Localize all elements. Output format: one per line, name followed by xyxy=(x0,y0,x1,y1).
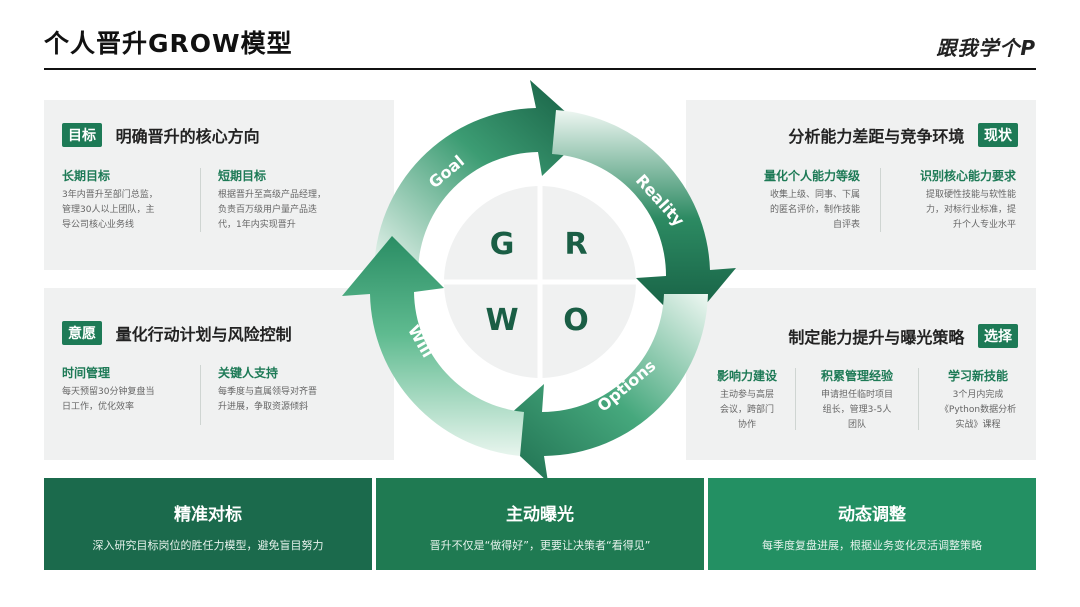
letter-g: G xyxy=(490,227,515,262)
options-tag: 选择 xyxy=(978,324,1018,348)
options-item-influence: 影响力建设 主动参与高层 会议，跨部门 协作 xyxy=(708,368,786,433)
options-item-title: 学习新技能 xyxy=(947,369,1008,383)
reality-item-title: 量化个人能力等级 xyxy=(763,169,860,183)
goal-title: 明确晋升的核心方向 xyxy=(115,127,260,146)
options-item-line: 协作 xyxy=(737,420,756,430)
bottom-card-benchmark: 精准对标 深入研究目标岗位的胜任力模型，避免盲目努力 xyxy=(44,478,372,570)
will-tag: 意愿 xyxy=(62,321,102,345)
panel-top-left xyxy=(44,100,394,270)
reality-item-requirement: 识别核心能力要求 提取硬性技能与软性能 力，对标行业标准，提 升个人专业水平 xyxy=(890,168,1016,233)
reality-arrow xyxy=(552,110,736,328)
options-item-title: 影响力建设 xyxy=(716,369,777,383)
letter-w: W xyxy=(485,303,518,338)
options-title: 制定能力提升与曝光策略 xyxy=(788,328,965,347)
divider xyxy=(200,365,201,425)
options-item-management: 积累管理经验 申请担任临时项目 组长，管理3-5人 团队 xyxy=(805,368,909,433)
divider xyxy=(200,168,201,232)
reality-item-line: 提取硬性技能与软性能 xyxy=(925,190,1016,200)
goal-item-title: 长期目标 xyxy=(62,169,111,183)
options-item-line: 申请担任临时项目 xyxy=(820,390,893,400)
options-arrow xyxy=(492,294,708,482)
goal-item-line: 管理30人以上团队，主 xyxy=(62,205,155,215)
will-item-time: 时间管理 每天预留30分钟复盘当 日工作，优化效率 xyxy=(62,365,190,415)
options-item-line: 会议，跨部门 xyxy=(719,405,774,415)
options-item-line: 团队 xyxy=(847,420,866,430)
goal-arrow xyxy=(374,80,588,274)
reality-title: 分析能力差距与竞争环境 xyxy=(788,127,965,146)
goal-item-line: 代，1年内实现晋升 xyxy=(218,220,296,230)
bottom-card-title: 主动曝光 xyxy=(506,505,574,525)
will-section-heading: 意愿 量化行动计划与风险控制 xyxy=(62,321,292,345)
reality-item-title: 识别核心能力要求 xyxy=(919,169,1016,183)
goal-item-line: 负责百万级用户量产品迭 xyxy=(218,205,318,215)
bottom-card-title: 精准对标 xyxy=(174,505,242,525)
bottom-card-subtitle: 深入研究目标岗位的胜任力模型，避免盲目努力 xyxy=(92,539,324,552)
will-item-title: 时间管理 xyxy=(62,366,111,380)
options-section-heading: 制定能力提升与曝光策略 选择 xyxy=(788,324,1018,348)
bottom-card-adjust: 动态调整 每季度复盘进展，根据业务变化灵活调整策略 xyxy=(708,478,1036,570)
divider xyxy=(795,368,796,430)
reality-item-line: 的匿名评价，制作技能 xyxy=(769,205,860,215)
panel-mid-right xyxy=(686,288,1036,460)
reality-item-line: 收集上级、同事、下属 xyxy=(769,190,860,200)
grow-cycle-diagram: Goal Reality Options Will G R W O xyxy=(342,80,736,482)
reality-section-heading: 分析能力差距与竞争环境 现状 xyxy=(788,123,1018,147)
goal-section-heading: 目标 明确晋升的核心方向 xyxy=(62,123,260,147)
letter-r: R xyxy=(564,227,587,262)
reality-tag: 现状 xyxy=(978,123,1018,147)
options-item-line: 组长，管理3-5人 xyxy=(822,405,892,415)
bottom-card-exposure: 主动曝光 晋升不仅是“做得好”，更要让决策者“看得见” xyxy=(376,478,704,570)
reality-item-line: 自评表 xyxy=(832,220,860,230)
brand-logo-text: 跟我学个P xyxy=(936,36,1036,60)
options-item-line: 实战》课程 xyxy=(955,420,1001,430)
will-item-line: 升进展，争取资源倾斜 xyxy=(218,402,309,412)
options-item-line: 主动参与高层 xyxy=(719,390,774,400)
options-item-skills: 学习新技能 3个月内完成 《Python数据分析 实战》课程 xyxy=(926,368,1030,433)
goal-item-title: 短期目标 xyxy=(218,169,267,183)
will-item-support: 关键人支持 每季度与直属领导对齐晋 升进展，争取资源倾斜 xyxy=(218,365,358,415)
goal-item-line: 根据晋升至高级产品经理， xyxy=(218,190,327,200)
header-divider xyxy=(44,68,1036,70)
will-item-line: 每天预留30分钟复盘当 xyxy=(62,387,155,397)
panel-top-right xyxy=(686,100,1036,270)
page-title: 个人晋升GROW模型 xyxy=(44,29,293,58)
goal-item-line: 导公司核心业务线 xyxy=(62,220,135,230)
reality-item-line: 力，对标行业标准，提 xyxy=(925,205,1016,215)
bottom-card-subtitle: 晋升不仅是“做得好”，更要让决策者“看得见” xyxy=(429,539,651,552)
goal-item-short-term: 短期目标 根据晋升至高级产品经理， 负责百万级用户量产品迭 代，1年内实现晋升 xyxy=(218,168,358,233)
options-item-line: 《Python数据分析 xyxy=(939,405,1017,415)
panel-mid-left xyxy=(44,288,394,460)
divider xyxy=(880,168,881,232)
will-item-title: 关键人支持 xyxy=(218,366,279,380)
will-item-line: 每季度与直属领导对齐晋 xyxy=(218,387,318,397)
goal-tag: 目标 xyxy=(62,123,102,147)
reality-item-line: 升个人专业水平 xyxy=(952,220,1016,230)
bottom-card-title: 动态调整 xyxy=(838,505,906,525)
letter-o: O xyxy=(563,303,589,338)
reality-item-level: 量化个人能力等级 收集上级、同事、下属 的匿名评价，制作技能 自评表 xyxy=(744,168,860,233)
will-item-line: 日工作，优化效率 xyxy=(62,402,135,412)
options-item-title: 积累管理经验 xyxy=(820,369,893,383)
options-item-line: 3个月内完成 xyxy=(952,390,1004,400)
divider xyxy=(918,368,919,430)
will-arrow xyxy=(342,236,524,456)
goal-item-long-term: 长期目标 3年内晋升至部门总监， 管理30人以上团队，主 导公司核心业务线 xyxy=(62,168,190,233)
will-title: 量化行动计划与风险控制 xyxy=(115,325,292,344)
bottom-card-subtitle: 每季度复盘进展，根据业务变化灵活调整策略 xyxy=(762,539,982,552)
goal-item-line: 3年内晋升至部门总监， xyxy=(62,190,158,200)
